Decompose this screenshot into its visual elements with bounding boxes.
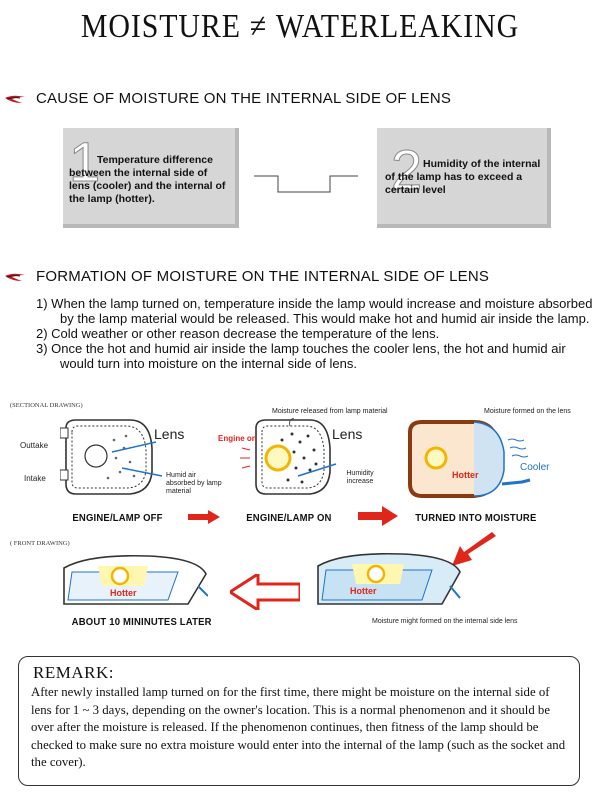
formation-steps: 1) When the lamp turned on, temperature … — [36, 296, 596, 371]
section-cause-title: CAUSE OF MOISTURE ON THE INTERNAL SIDE O… — [36, 90, 452, 107]
title-right: WATERLEAKING — [275, 8, 520, 45]
remark-box: REMARK: After newly installed lamp turne… — [18, 656, 580, 786]
arrow-right-icon — [188, 510, 220, 524]
remark-body: After newly installed lamp turned on for… — [31, 685, 566, 769]
sectional-drawing-label: (SECTIONAL DRAWING) — [10, 402, 83, 409]
hotter-label: Hotter — [452, 470, 479, 480]
hotter-front-right: Hotter — [350, 586, 377, 596]
front-lamp-right-drawing — [317, 552, 461, 605]
cause-text-1: Temperature difference between the inter… — [69, 154, 226, 205]
arrow-down-left-icon — [452, 532, 496, 566]
title-left: MOISTURE — [80, 8, 241, 45]
arrow-right-icon — [358, 506, 398, 526]
cause-number-2: 2 — [390, 138, 423, 201]
step-1: 1) When the lamp turned on, temperature … — [36, 296, 593, 326]
moisture-released-label: Moisture released from lamp material — [272, 408, 388, 415]
intake-label: Intake — [24, 474, 46, 483]
remark-title: REMARK: — [33, 663, 114, 682]
hotter-front-left: Hotter — [110, 588, 137, 598]
moisture-formed-label: Moisture formed on the lens — [484, 408, 571, 415]
front-lamp-left-drawing — [63, 554, 208, 605]
cause-box-1: 1 Temperature difference between the int… — [63, 128, 239, 228]
step-2: 2) Cold weather or other reason decrease… — [36, 326, 440, 341]
moisture-drawing — [408, 420, 531, 498]
front-drawing-label: ( FRONT DRAWING) — [10, 540, 70, 547]
caption-turned-moisture: TURNED INTO MOISTURE — [415, 513, 537, 524]
cause-text-2: Humidity of the internal of the lamp has… — [385, 158, 541, 196]
cause-number-1: 1 — [68, 130, 101, 193]
section-formation-title: FORMATION OF MOISTURE ON THE INTERNAL SI… — [36, 268, 490, 285]
outtake-label: Outtake — [20, 441, 49, 450]
arrow-left-icon — [230, 574, 300, 610]
humid-air-label: Humid air absorbed by lamp material — [166, 472, 222, 495]
caption-10-min-later: ABOUT 10 MININUTES LATER — [71, 617, 212, 628]
moisture-might-label: Moisture might formed on the internal si… — [372, 618, 518, 625]
section-formation-heading: FORMATION OF MOISTURE ON THE INTERNAL SI… — [4, 268, 489, 285]
lamp-off-drawing — [60, 419, 163, 495]
cause-box-2: 2 Humidity of the internal of the lamp h… — [377, 128, 551, 228]
page-title: MOISTURE≠WATERLEAKING — [36, 8, 564, 46]
cooler-label: Cooler — [520, 462, 550, 473]
humidity-increase-label: Humidity increase — [346, 470, 374, 485]
caption-lamp-on: ENGINE/LAMP ON — [246, 513, 332, 524]
section-cause-heading: CAUSE OF MOISTURE ON THE INTERNAL SIDE O… — [4, 90, 451, 107]
lens-label-1: Lens — [154, 426, 185, 442]
swoosh-bullet-icon — [5, 95, 25, 103]
connector-line — [254, 175, 358, 193]
lens-label-2: Lens — [332, 426, 363, 442]
lamp-on-drawing — [240, 418, 337, 495]
swoosh-bullet-icon — [5, 273, 25, 281]
caption-lamp-off: ENGINE/LAMP OFF — [72, 513, 163, 524]
engine-on-tag: Engine on — [218, 434, 257, 443]
step-3: 3) Once the hot and humid air inside the… — [36, 341, 566, 371]
not-equal-symbol: ≠ — [249, 8, 268, 45]
